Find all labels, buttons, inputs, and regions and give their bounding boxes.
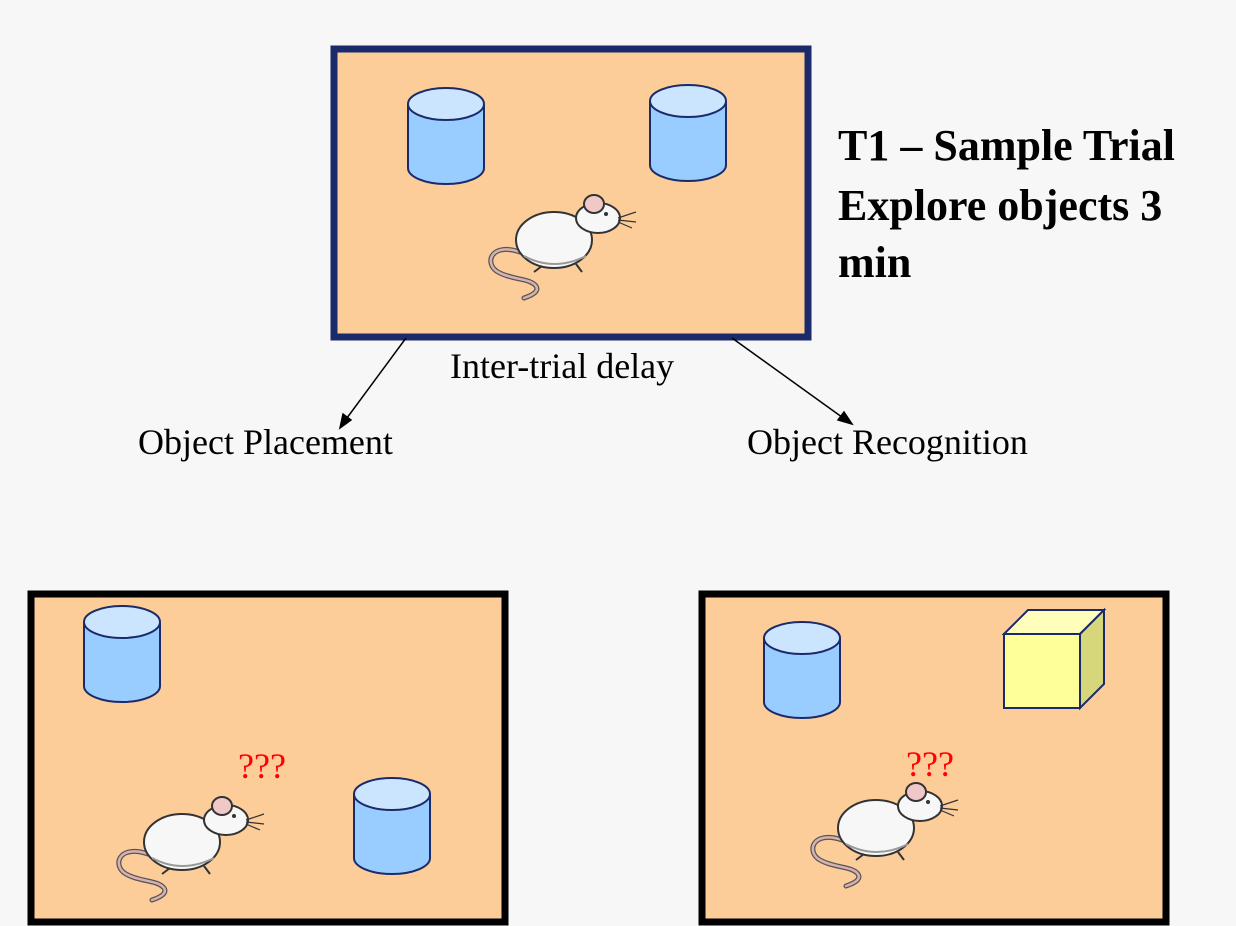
recognition-test-arena: ??? bbox=[698, 590, 1170, 926]
caption-line-1: T1 – Sample Trial bbox=[838, 121, 1175, 170]
object-placement-label: Object Placement bbox=[138, 422, 393, 462]
arrow-to-recognition bbox=[731, 337, 847, 421]
cube-object-novel bbox=[1001, 607, 1107, 711]
cylinder-object-right bbox=[649, 84, 727, 182]
placement-test-arena: ??? bbox=[27, 590, 509, 926]
question-marks: ??? bbox=[238, 746, 286, 786]
cylinder-object-original bbox=[83, 605, 161, 703]
arrowhead-left bbox=[338, 412, 353, 430]
sample-trial-arena bbox=[330, 45, 812, 341]
object-recognition-label: Object Recognition bbox=[747, 422, 1028, 462]
question-marks: ??? bbox=[906, 744, 954, 784]
cylinder-object-moved bbox=[353, 777, 431, 875]
sample-trial-caption: T1 – Sample Trial Explore objects 3 min bbox=[838, 121, 1175, 287]
caption-line-2: Explore objects 3 bbox=[838, 181, 1162, 230]
cylinder-object-left bbox=[407, 87, 485, 185]
arrow-to-placement bbox=[343, 337, 407, 423]
caption-line-3: min bbox=[838, 238, 911, 287]
inter-trial-delay-label: Inter-trial delay bbox=[450, 346, 674, 386]
cylinder-object-familiar bbox=[763, 621, 841, 719]
arrowhead-right bbox=[836, 410, 854, 426]
branch-arrows bbox=[338, 337, 854, 430]
